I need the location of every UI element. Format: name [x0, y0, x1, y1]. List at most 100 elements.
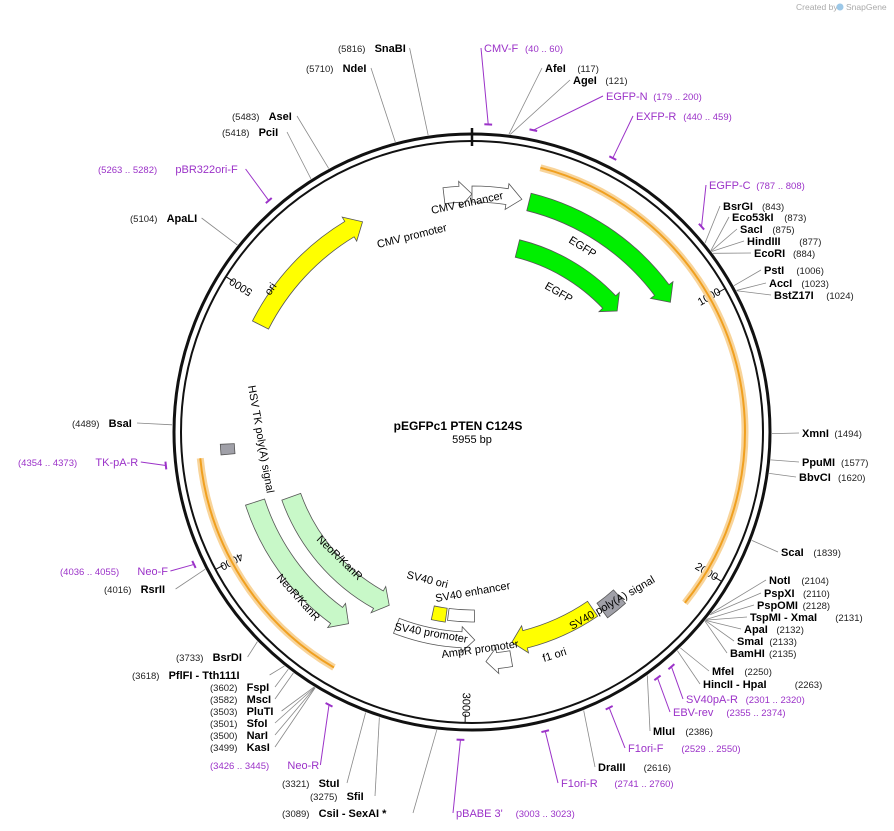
feature-neor-kanr[interactable]	[245, 498, 349, 629]
enzyme-leader	[201, 217, 238, 246]
enzyme-leader	[733, 269, 762, 287]
feature-egfp[interactable]	[514, 239, 620, 313]
enzyme-site-mlui[interactable]: MluI(2386)	[653, 726, 713, 738]
enzyme-site-msci[interactable]: (3582)MscI	[210, 694, 271, 706]
enzyme-site-sfoi[interactable]: (3501)SfoI	[210, 718, 267, 730]
enzyme-site-tspmi-xmai[interactable]: TspMI - XmaI(2131)	[750, 612, 863, 624]
enzyme-site-apali[interactable]: (5104)ApaLI	[130, 213, 197, 225]
enzyme-leader	[281, 686, 315, 712]
primer-name: EXFP-R	[636, 111, 676, 123]
enzyme-name: PspOMI	[757, 600, 798, 612]
enzyme-site-bsrgi[interactable]: BsrGI(843)	[723, 201, 784, 213]
enzyme-site-snabi[interactable]: (5816)SnaBI	[338, 43, 406, 55]
primer-egfp-c[interactable]: EGFP-C(787 .. 808)	[709, 180, 805, 192]
enzyme-position: (3500)	[210, 731, 237, 742]
enzyme-site-scai[interactable]: ScaI(1839)	[781, 547, 841, 559]
feature-cmv-enhancer[interactable]	[442, 180, 473, 209]
enzyme-leader	[274, 687, 316, 748]
primer-mark	[541, 729, 550, 734]
enzyme-site-pspomi[interactable]: PspOMI(2128)	[757, 600, 830, 612]
primer-ebv-rev[interactable]: EBV-rev(2355 .. 2374)	[673, 707, 786, 719]
enzyme-position: (2263)	[795, 680, 822, 691]
enzyme-site-stui[interactable]: (3321)StuI	[282, 778, 339, 790]
primer-position: (3003 .. 3023)	[516, 809, 575, 820]
enzyme-site-hindiii[interactable]: HindIII(877)	[747, 236, 821, 248]
feature-sv40-enhancer[interactable]	[447, 608, 475, 623]
enzyme-site-apai[interactable]: ApaI(2132)	[744, 624, 804, 636]
feature-f1-ori[interactable]	[511, 600, 599, 654]
enzyme-site-bsrdi[interactable]: (3733)BsrDI	[176, 652, 242, 664]
enzyme-site-asei[interactable]: (5483)AseI	[232, 111, 292, 123]
enzyme-site-noti[interactable]: NotI(2104)	[769, 575, 829, 587]
primer-sv40pa-r[interactable]: SV40pA-R(2301 .. 2320)	[686, 694, 805, 706]
primer-exfp-r[interactable]: EXFP-R(440 .. 459)	[636, 111, 732, 123]
enzyme-site-mfei[interactable]: MfeI(2250)	[712, 666, 772, 678]
primer-tk-pa-r[interactable]: (4354 .. 4373)TK-pA-R	[18, 457, 138, 469]
enzyme-site-csii-sexai[interactable]: (3089)CsiI - SexAI *	[282, 808, 387, 820]
enzyme-site-kasi[interactable]: (3499)KasI	[210, 742, 270, 754]
feature-cmv-promoter[interactable]	[471, 182, 523, 211]
feature-label-sv40-ori: SV40 ori	[405, 569, 449, 591]
enzyme-leader	[274, 687, 316, 736]
enzyme-site-draiii[interactable]: DraIII(2616)	[598, 762, 671, 774]
enzyme-site-bsai[interactable]: (4489)BsaI	[72, 418, 132, 430]
enzyme-site-rsrii[interactable]: (4016)RsrII	[104, 584, 165, 596]
enzyme-site-smai[interactable]: SmaI(2133)	[737, 636, 797, 648]
enzyme-site-nari[interactable]: (3500)NarI	[210, 730, 268, 742]
enzyme-name: BbvCI	[799, 472, 831, 484]
enzyme-site-bamhi[interactable]: BamHI(2135)	[730, 648, 796, 660]
enzyme-name: TspMI - XmaI	[750, 612, 817, 624]
enzyme-site-saci[interactable]: SacI(875)	[740, 224, 795, 236]
primer-position: (2301 .. 2320)	[746, 695, 805, 706]
enzyme-site-ecori[interactable]: EcoRI(884)	[754, 248, 815, 260]
enzyme-site-fspi[interactable]: (3602)FspI	[210, 682, 269, 694]
enzyme-site-ppumi[interactable]: PpuMI(1577)	[802, 457, 868, 469]
backbone	[172, 128, 772, 732]
feature-sv40-poly-a-signal[interactable]	[596, 589, 627, 619]
feature-egfp[interactable]	[526, 192, 674, 303]
enzyme-name: NdeI	[343, 63, 367, 75]
feature-label-ori: ori	[263, 281, 280, 298]
enzyme-site-sfii[interactable]: (3275)SfiI	[310, 791, 364, 803]
primer-f1ori-f[interactable]: F1ori-F(2529 .. 2550)	[628, 743, 741, 755]
feature-ampr-promoter[interactable]	[485, 646, 514, 675]
enzyme-position: (1577)	[841, 458, 868, 469]
enzyme-site-bbvci[interactable]: BbvCI(1620)	[799, 472, 865, 484]
enzyme-site-bstz17i[interactable]: BstZ17I(1024)	[774, 290, 854, 302]
feature-hsv-tk-poly-a-signal[interactable]	[219, 443, 236, 456]
enzyme-name: AgeI	[573, 75, 597, 87]
feature-label-sv40-poly-a-signal: SV40 poly(A) signal	[568, 574, 658, 633]
primer-name: Neo-F	[137, 566, 168, 578]
primer-name: pBR322ori-F	[175, 164, 238, 176]
enzyme-site-pspxi[interactable]: PspXI(2110)	[764, 588, 830, 600]
primer-egfp-n[interactable]: EGFP-N(179 .. 200)	[606, 91, 702, 103]
enzyme-site-pluti[interactable]: (3503)PluTI	[210, 706, 273, 718]
feature-neor-kanr[interactable]	[281, 492, 390, 614]
primer-pbr322ori-f[interactable]: (5263 .. 5282)pBR322ori-F	[98, 164, 238, 176]
enzyme-site-agei[interactable]: AgeI(121)	[573, 75, 628, 87]
enzyme-site-afei[interactable]: AfeI(117)	[545, 63, 599, 75]
enzyme-site-eco53ki[interactable]: Eco53kI(873)	[732, 212, 806, 224]
feature-sv40-ori[interactable]	[430, 605, 448, 623]
enzyme-site-pflfi-tth111i[interactable]: (3618)PflFI - Tth111I	[132, 670, 240, 682]
enzyme-site-hincii-hpai[interactable]: HincII - HpaI(2263)	[703, 679, 822, 691]
enzyme-position: (884)	[793, 249, 815, 260]
primer-f1ori-r[interactable]: F1ori-R(2741 .. 2760)	[561, 778, 674, 790]
tick-mark	[215, 564, 224, 570]
enzyme-site-acci[interactable]: AccI(1023)	[769, 278, 829, 290]
enzyme-position: (3618)	[132, 671, 159, 682]
feature-sv40-promoter[interactable]	[392, 617, 476, 654]
enzyme-site-psti[interactable]: PstI(1006)	[764, 265, 824, 277]
primer-neo-r[interactable]: (3426 .. 3445)Neo-R	[210, 760, 319, 772]
enzyme-name: SfiI	[347, 791, 364, 803]
feature-ori[interactable]	[251, 216, 364, 330]
primer-neo-f[interactable]: (4036 .. 4055)Neo-F	[60, 566, 168, 578]
enzyme-site-xmni[interactable]: XmnI(1494)	[802, 428, 862, 440]
enzyme-site-ndei[interactable]: (5710)NdeI	[306, 63, 366, 75]
primer-pbabe-3[interactable]: pBABE 3'(3003 .. 3023)	[456, 808, 575, 820]
enzyme-site-pcii[interactable]: (5418)PciI	[222, 127, 278, 139]
enzyme-leader	[583, 710, 596, 768]
primer-cmv-f[interactable]: CMV-F(40 .. 60)	[484, 43, 563, 55]
enzyme-position: (875)	[772, 225, 794, 236]
enzyme-position: (3602)	[210, 683, 237, 694]
